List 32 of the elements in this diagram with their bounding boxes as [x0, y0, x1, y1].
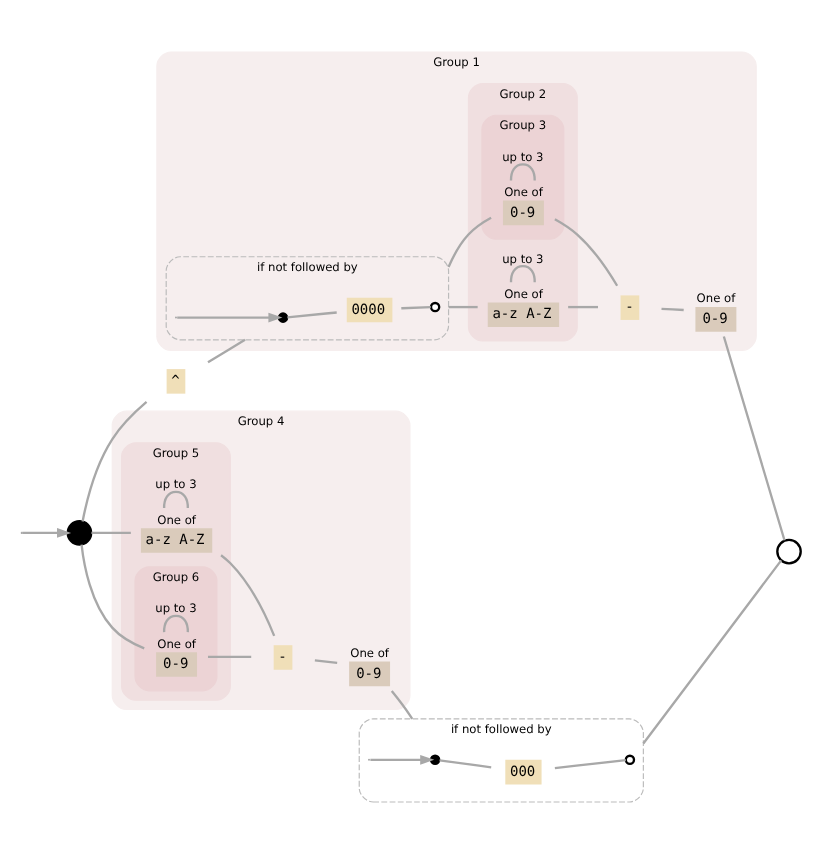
- connector: [81, 401, 148, 522]
- connector: [661, 307, 684, 312]
- node-circle: [624, 754, 636, 766]
- connector: [162, 490, 189, 509]
- node-circle: [429, 301, 441, 313]
- connector: [390, 690, 414, 720]
- connector: [401, 306, 431, 310]
- node-circle: [66, 520, 93, 546]
- connector: [509, 163, 536, 181]
- connector: [568, 305, 598, 309]
- connector: [162, 614, 189, 633]
- connector: [207, 338, 246, 364]
- arrow: [22, 527, 72, 538]
- connector: [287, 311, 337, 319]
- connector: [91, 531, 131, 535]
- connector: [447, 216, 492, 268]
- connector: [554, 218, 619, 287]
- connector: [439, 759, 492, 769]
- connector: [642, 559, 783, 745]
- arrow: [370, 754, 435, 765]
- connector: [722, 336, 786, 541]
- connector: [314, 659, 338, 664]
- node-circle: [776, 538, 802, 565]
- connector: [80, 544, 145, 650]
- connector: [220, 554, 276, 637]
- connector: [509, 264, 536, 283]
- node-circle: [429, 754, 441, 766]
- arrow: [177, 312, 283, 323]
- connector: [208, 655, 252, 659]
- connector: [554, 759, 626, 770]
- node-circle: [277, 312, 289, 323]
- connector: [448, 305, 478, 309]
